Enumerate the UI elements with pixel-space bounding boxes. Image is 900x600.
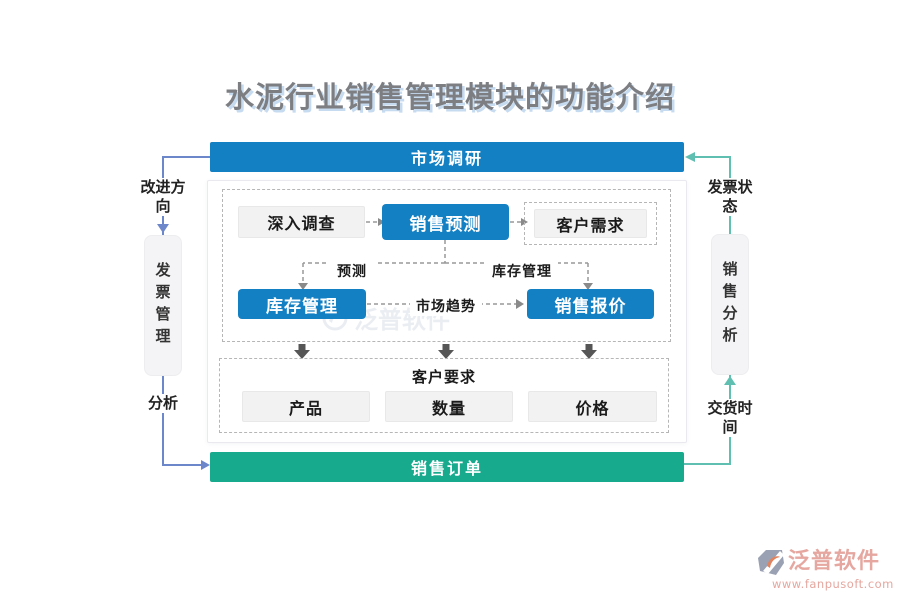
brand-logo: 泛普软件 <box>758 549 880 576</box>
fanpu-logo-icon <box>758 550 784 575</box>
sales-order-bar: 销售订单 <box>210 452 684 482</box>
node-invoice-mgmt-label: 发票管理 <box>153 261 172 350</box>
label-inventory-mgmt: 库存管理 <box>486 261 558 281</box>
customer-demand-dashed-box <box>524 202 657 245</box>
node-customer-demand: 客户需求 <box>534 209 647 238</box>
label-market-trend: 市场趋势 <box>410 296 482 316</box>
label-invoice-status: 发票状态 <box>706 178 754 216</box>
requirements-title: 客户要求 <box>411 368 476 386</box>
node-quantity: 数量 <box>385 391 513 422</box>
label-analysis: 分析 <box>139 394 187 413</box>
label-forecast: 预测 <box>328 261 376 281</box>
node-sales-analysis: 销售分析 <box>711 234 749 375</box>
brand-name: 泛普软件 <box>788 549 881 574</box>
upper-dashed-container <box>222 189 671 342</box>
node-product: 产品 <box>242 391 370 422</box>
market-research-bar: 市场调研 <box>210 142 684 172</box>
label-improve-direction: 改进方向 <box>139 178 187 216</box>
node-invoice-mgmt: 发票管理 <box>144 235 182 376</box>
node-deep-survey: 深入调查 <box>238 206 365 238</box>
node-inventory-mgmt: 库存管理 <box>238 289 366 319</box>
section-down-arrows <box>294 344 597 359</box>
brand-url: www.fanpusoft.com <box>772 577 894 591</box>
left-flow-down-arrowhead <box>157 224 169 233</box>
requirements-dashed-container <box>219 358 669 433</box>
right-flow-up-arrowhead <box>724 376 736 385</box>
node-sales-quote: 销售报价 <box>527 289 654 319</box>
label-delivery-time: 交货时间 <box>706 399 754 437</box>
node-price: 价格 <box>528 391 657 422</box>
left-flow-right-arrowhead <box>201 460 210 470</box>
page-title: 水泥行业销售管理模块的功能介绍 <box>224 80 675 114</box>
right-flow-left-arrowhead <box>685 152 695 162</box>
node-sales-forecast: 销售预测 <box>382 204 509 240</box>
node-sales-analysis-label: 销售分析 <box>720 260 739 349</box>
